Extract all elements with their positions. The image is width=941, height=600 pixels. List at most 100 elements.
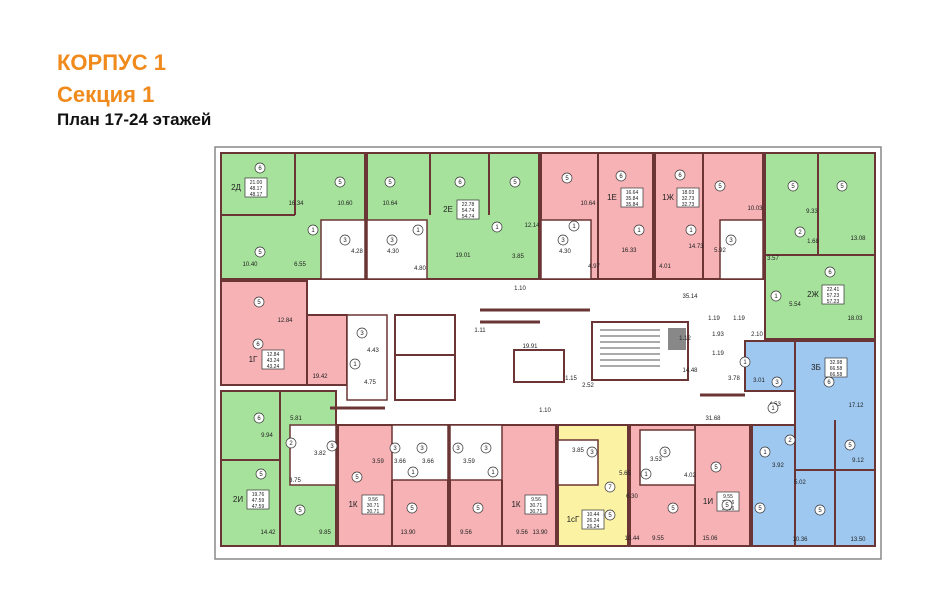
room-code-circle xyxy=(674,169,686,181)
room-area: 14.42 xyxy=(260,530,276,536)
apartment-area: 16.64 xyxy=(626,190,639,196)
room-area: 5.02 xyxy=(794,480,806,486)
apartment-type: 2Д xyxy=(231,183,241,192)
room-code-circle xyxy=(386,234,398,246)
room-code: 6 xyxy=(256,342,260,348)
room-code-circle xyxy=(252,338,264,350)
apartment-type: 1Г xyxy=(249,355,258,364)
apartment-2d[interactable] xyxy=(220,152,366,280)
room-code-circle xyxy=(568,220,580,232)
apartment-area: 30.71 xyxy=(367,509,380,515)
room-area: 4.01 xyxy=(659,264,671,270)
room-code-circle xyxy=(339,234,351,246)
room-area: 19.01 xyxy=(455,253,471,259)
apartment-area: 48.17 xyxy=(250,192,263,198)
apartment-area: 10.44 xyxy=(587,512,600,518)
apartment-2e[interactable] xyxy=(366,152,540,280)
room-code: 1 xyxy=(353,362,357,368)
room-area: 9.85 xyxy=(319,530,331,536)
apartment-3b[interactable] xyxy=(744,340,876,547)
room-code-circle xyxy=(615,170,627,182)
room-area: 3.57 xyxy=(767,256,779,262)
room-area: 2.52 xyxy=(582,383,594,389)
apartment-2i[interactable] xyxy=(220,390,337,547)
room-area: 5.65 xyxy=(619,471,631,477)
apartment-area: 9.56 xyxy=(368,497,378,503)
apartment-1e[interactable] xyxy=(540,152,654,280)
room-area: 5.81 xyxy=(290,416,302,422)
apartment-1k-right[interactable] xyxy=(449,424,557,547)
plan-title: План 17-24 этажей xyxy=(57,110,212,129)
room-code: 1 xyxy=(771,406,775,412)
room-area: 10.44 xyxy=(624,536,640,542)
room-area: 4.28 xyxy=(351,249,363,255)
room-code: 2 xyxy=(289,441,293,447)
room-area: 3.66 xyxy=(422,459,434,465)
room-area: 10.36 xyxy=(792,537,808,543)
room-area: 4.02 xyxy=(684,473,696,479)
apartment-type: 2Ж xyxy=(807,290,819,299)
room-area: 5.92 xyxy=(714,248,726,254)
room-code: 1 xyxy=(689,228,693,234)
apartment-1i[interactable] xyxy=(629,424,751,547)
room-code: 1 xyxy=(416,228,420,234)
room-code: 1 xyxy=(491,470,495,476)
room-code: 5 xyxy=(758,506,762,512)
room-code-circle xyxy=(771,376,783,388)
room-code-circle xyxy=(509,176,521,188)
room-code-circle xyxy=(416,442,428,454)
apartment-area: 57.23 xyxy=(827,293,840,299)
room-area: 19.91 xyxy=(522,344,538,350)
room-area: 13.08 xyxy=(850,236,866,242)
room-code: 1 xyxy=(763,450,767,456)
room-area: 1.19 xyxy=(708,316,720,322)
room-area: 3.85 xyxy=(512,254,524,260)
apartment-area: 9.55 xyxy=(723,494,733,500)
section-title: Секция 1 xyxy=(57,82,155,107)
elevator-shafts xyxy=(394,314,565,401)
apartment-area: 32.73 xyxy=(682,202,695,208)
room-code: 5 xyxy=(818,508,822,514)
apartment-area: 12.84 xyxy=(267,352,280,358)
room-code: 5 xyxy=(565,176,569,182)
room-code: 3 xyxy=(393,446,397,452)
room-area: 16.33 xyxy=(621,248,637,254)
room-code: 3 xyxy=(360,331,364,337)
apartment-area: 47.59 xyxy=(252,504,265,510)
room-code-circle xyxy=(334,176,346,188)
apartment-area: 22.41 xyxy=(827,287,840,293)
room-code: 3 xyxy=(330,444,334,450)
room-code: 5 xyxy=(476,506,480,512)
apartment-1zh[interactable] xyxy=(654,152,764,280)
apartment-area: 66.58 xyxy=(830,366,843,372)
room-code: 1 xyxy=(743,360,747,366)
room-code-circle xyxy=(356,327,368,339)
room-code-circle xyxy=(472,502,484,514)
room-code: 6 xyxy=(619,174,623,180)
room-area: 3.92 xyxy=(772,463,784,469)
room-area: 12.14 xyxy=(524,223,540,229)
room-area: 1.12 xyxy=(679,336,691,342)
room-area: 10.64 xyxy=(382,201,398,207)
room-code-circle xyxy=(640,468,652,480)
apartment-area: 35.84 xyxy=(626,196,639,202)
apartment-type: 2Е xyxy=(443,205,453,214)
room-code-circle xyxy=(725,234,737,246)
room-code-circle xyxy=(721,499,733,511)
room-area: 4.80 xyxy=(414,266,426,272)
room-code: 6 xyxy=(258,166,262,172)
corridor-walls xyxy=(330,308,745,410)
room-code: 2 xyxy=(798,230,802,236)
room-area: 3.01 xyxy=(753,378,765,384)
room-area: 13.90 xyxy=(532,530,548,536)
room-code-circle xyxy=(254,162,266,174)
apartment-area: 22.78 xyxy=(462,202,475,208)
apartment-2zh[interactable] xyxy=(764,152,876,340)
room-code-circle xyxy=(784,434,796,446)
room-code: 6 xyxy=(458,180,462,186)
